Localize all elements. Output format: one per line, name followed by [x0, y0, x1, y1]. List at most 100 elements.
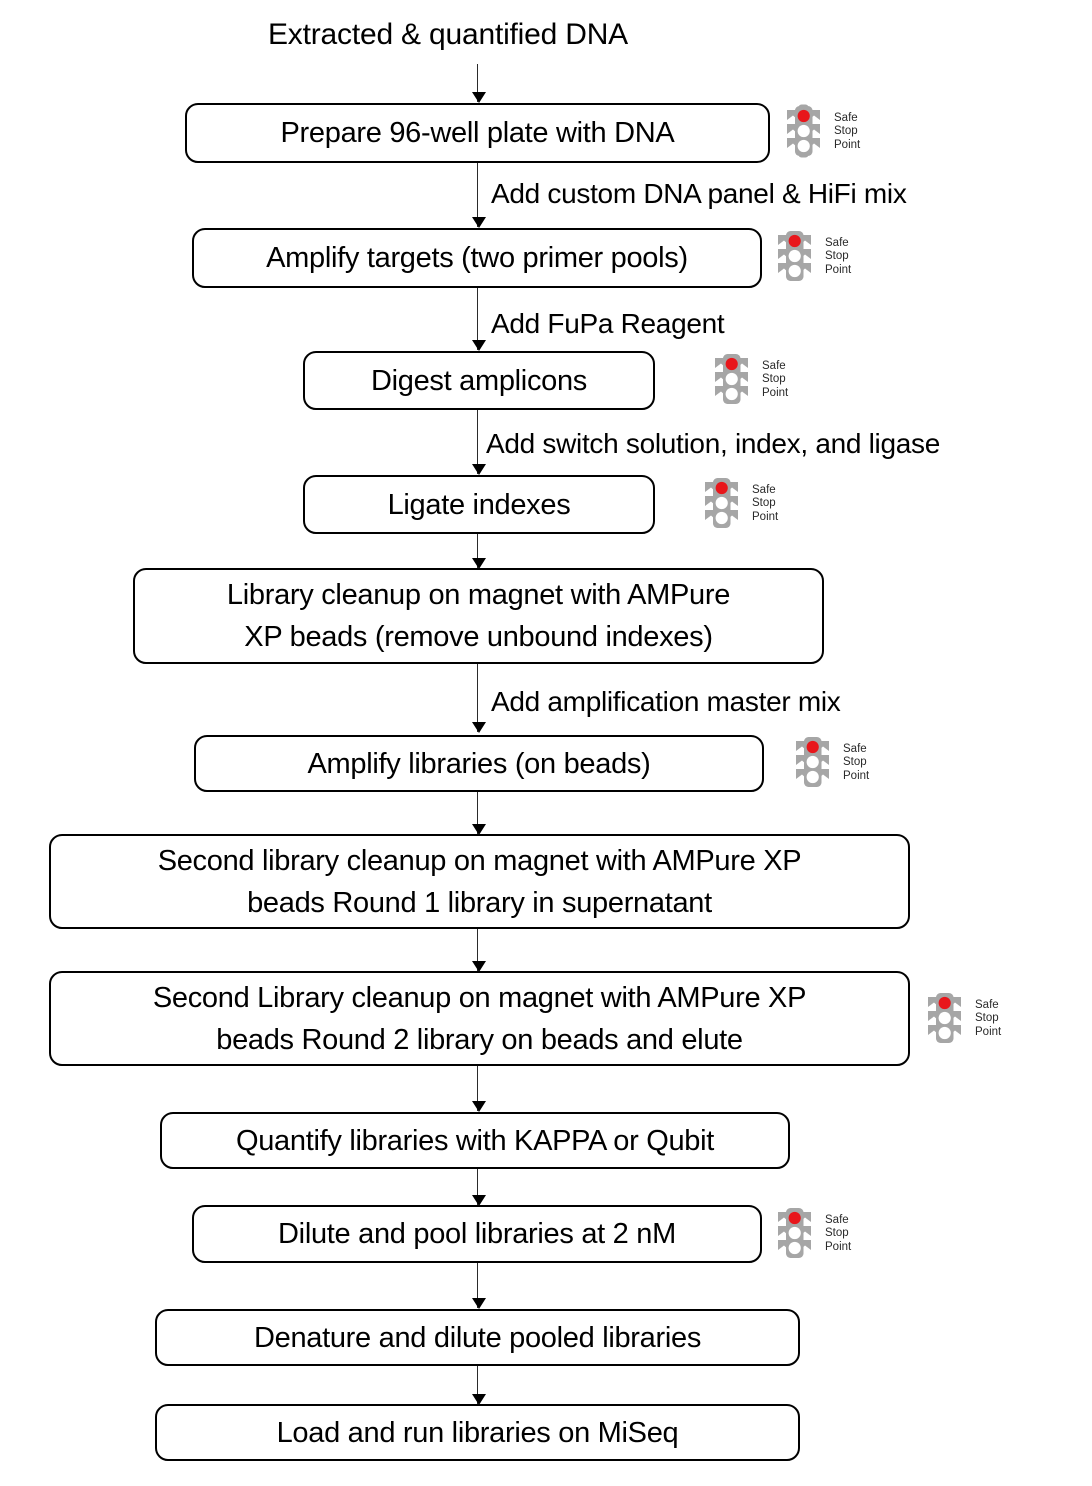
- ssp-line-3: Point: [825, 1240, 852, 1253]
- ssp-line-1: Safe: [825, 236, 849, 249]
- node-label: Dilute and pool libraries at 2 nM: [278, 1218, 676, 1250]
- ssp-line-2: Stop: [762, 373, 786, 386]
- node-label: Denature and dilute pooled libraries: [253, 1321, 702, 1354]
- node-label: Amplify libraries (on beads): [307, 747, 651, 780]
- edge-label-add-switch-solution: Add switch solution, index, and ligase: [486, 428, 940, 459]
- connector-n5-to-n6: [471, 664, 486, 733]
- safe-stop-point-n3: Safe Stop Point: [715, 351, 788, 409]
- ssp-line-2: Stop: [834, 125, 858, 138]
- traffic-light-icon: [787, 104, 820, 158]
- node-digest-amplicons[interactable]: Digest amplicons: [303, 351, 655, 410]
- safe-stop-point-n4: Safe Stop Point: [705, 475, 778, 533]
- safe-stop-point-label: Safe Stop Point: [825, 1214, 851, 1255]
- node-label: Quantify libraries with KAPPA or Qubit: [235, 1124, 715, 1157]
- node-label: Library cleanup on magnet with AMPure XP…: [227, 574, 730, 658]
- traffic-light-icon: [705, 478, 738, 528]
- node-label: Second Library cleanup on magnet with AM…: [152, 977, 807, 1061]
- safe-stop-point-label: Safe Stop Point: [825, 237, 851, 278]
- node-second-cleanup-round1[interactable]: Second library cleanup on magnet with AM…: [49, 834, 910, 929]
- node-denature-dilute[interactable]: Denature and dilute pooled libraries: [155, 1309, 800, 1366]
- safe-stop-point-n10: Safe Stop Point: [778, 1205, 851, 1263]
- safe-stop-point-n2: Safe Stop Point: [778, 228, 851, 286]
- traffic-light-icon: [715, 354, 748, 404]
- arrowhead-icon: [471, 92, 486, 103]
- arrowhead-icon: [471, 824, 486, 835]
- node-amplify-libraries[interactable]: Amplify libraries (on beads): [194, 735, 764, 792]
- safe-stop-point-label: Safe Stop Point: [834, 112, 860, 153]
- ssp-line-3: Point: [834, 138, 861, 151]
- arrowhead-icon: [471, 558, 486, 569]
- arrowhead-icon: [471, 1101, 486, 1112]
- connector-n7-to-n8: [471, 929, 486, 972]
- connector-n4-to-n5: [471, 534, 486, 569]
- connector-n9-to-n10: [471, 1169, 486, 1206]
- ssp-line-3: Point: [825, 263, 852, 276]
- ssp-line-3: Point: [752, 510, 779, 523]
- ssp-line-3: Point: [975, 1025, 1002, 1038]
- traffic-light-icon: [796, 737, 829, 787]
- ssp-line-1: Safe: [975, 998, 999, 1011]
- node-label-line-1: Second Library cleanup on magnet with AM…: [152, 981, 807, 1014]
- node-label: Digest amplicons: [370, 364, 587, 397]
- node-label-line-2: beads Round 1 library in supernatant: [247, 886, 712, 919]
- node-label-line-2: XP beads (remove unbound indexes): [244, 621, 713, 653]
- node-library-cleanup[interactable]: Library cleanup on magnet with AMPure XP…: [133, 568, 824, 664]
- node-ligate-indexes[interactable]: Ligate indexes: [303, 475, 655, 534]
- arrowhead-icon: [471, 464, 486, 475]
- arrowhead-icon: [471, 217, 486, 228]
- safe-stop-point-label: Safe Stop Point: [975, 999, 1001, 1040]
- node-second-cleanup-round2[interactable]: Second Library cleanup on magnet with AM…: [49, 971, 910, 1066]
- traffic-light-icon: [928, 993, 961, 1043]
- connector-title-to-n1: [471, 64, 486, 103]
- traffic-light-icon: [778, 1208, 811, 1258]
- node-amplify-targets[interactable]: Amplify targets (two primer pools): [192, 228, 762, 288]
- ssp-line-1: Safe: [762, 359, 786, 372]
- ssp-line-3: Point: [843, 769, 870, 782]
- safe-stop-point-n8: Safe Stop Point: [928, 990, 1001, 1048]
- traffic-light-icon: [778, 231, 811, 281]
- node-label: Prepare 96-well plate with DNA: [280, 117, 675, 149]
- arrowhead-icon: [471, 961, 486, 972]
- connector-n6-to-n7: [471, 792, 486, 835]
- node-load-run-miseq[interactable]: Load and run libraries on MiSeq: [155, 1404, 800, 1461]
- ssp-line-1: Safe: [825, 1213, 849, 1226]
- node-label: Second library cleanup on magnet with AM…: [158, 840, 802, 924]
- arrowhead-icon: [471, 340, 486, 351]
- arrowhead-icon: [471, 722, 486, 733]
- node-quantify-libraries[interactable]: Quantify libraries with KAPPA or Qubit: [160, 1112, 790, 1169]
- connector-n10-to-n11: [471, 1263, 486, 1309]
- connector-n8-to-n9: [471, 1066, 486, 1112]
- safe-stop-point-label: Safe Stop Point: [752, 484, 778, 525]
- node-label-line-1: Second library cleanup on magnet with AM…: [157, 844, 802, 877]
- node-dilute-pool-libraries[interactable]: Dilute and pool libraries at 2 nM: [192, 1205, 762, 1263]
- node-label: Load and run libraries on MiSeq: [276, 1416, 679, 1449]
- edge-label-add-dna-panel: Add custom DNA panel & HiFi mix: [491, 178, 907, 209]
- connector-n2-to-n3: [471, 288, 486, 351]
- arrowhead-icon: [471, 1195, 486, 1206]
- node-label-line-1: Library cleanup on magnet with AMPure: [226, 579, 731, 611]
- connector-n1-to-n2: [471, 163, 486, 228]
- ssp-line-3: Point: [762, 386, 789, 399]
- node-prepare-plate[interactable]: Prepare 96-well plate with DNA: [185, 103, 770, 163]
- ssp-line-2: Stop: [825, 1227, 849, 1240]
- ssp-line-1: Safe: [834, 111, 858, 124]
- edge-label-add-amplification-mix: Add amplification master mix: [491, 686, 841, 717]
- safe-stop-point-n1: Safe Stop Point: [787, 103, 860, 161]
- safe-stop-point-label: Safe Stop Point: [762, 360, 788, 401]
- ssp-line-2: Stop: [975, 1012, 999, 1025]
- edge-label-add-fupa-reagent: Add FuPa Reagent: [491, 308, 725, 339]
- connector-n11-to-n12: [471, 1366, 486, 1405]
- ssp-line-2: Stop: [843, 756, 867, 769]
- node-label-line-2: beads Round 2 library on beads and elute: [216, 1023, 743, 1056]
- node-label: Ligate indexes: [387, 488, 571, 521]
- diagram-title: Extracted & quantified DNA: [268, 18, 628, 51]
- node-label: Amplify targets (two primer pools): [266, 242, 688, 274]
- arrowhead-icon: [471, 1394, 486, 1405]
- ssp-line-2: Stop: [752, 497, 776, 510]
- ssp-line-1: Safe: [752, 483, 776, 496]
- ssp-line-2: Stop: [825, 250, 849, 263]
- safe-stop-point-label: Safe Stop Point: [843, 743, 869, 784]
- arrowhead-icon: [471, 1298, 486, 1309]
- connector-n3-to-n4: [471, 410, 486, 475]
